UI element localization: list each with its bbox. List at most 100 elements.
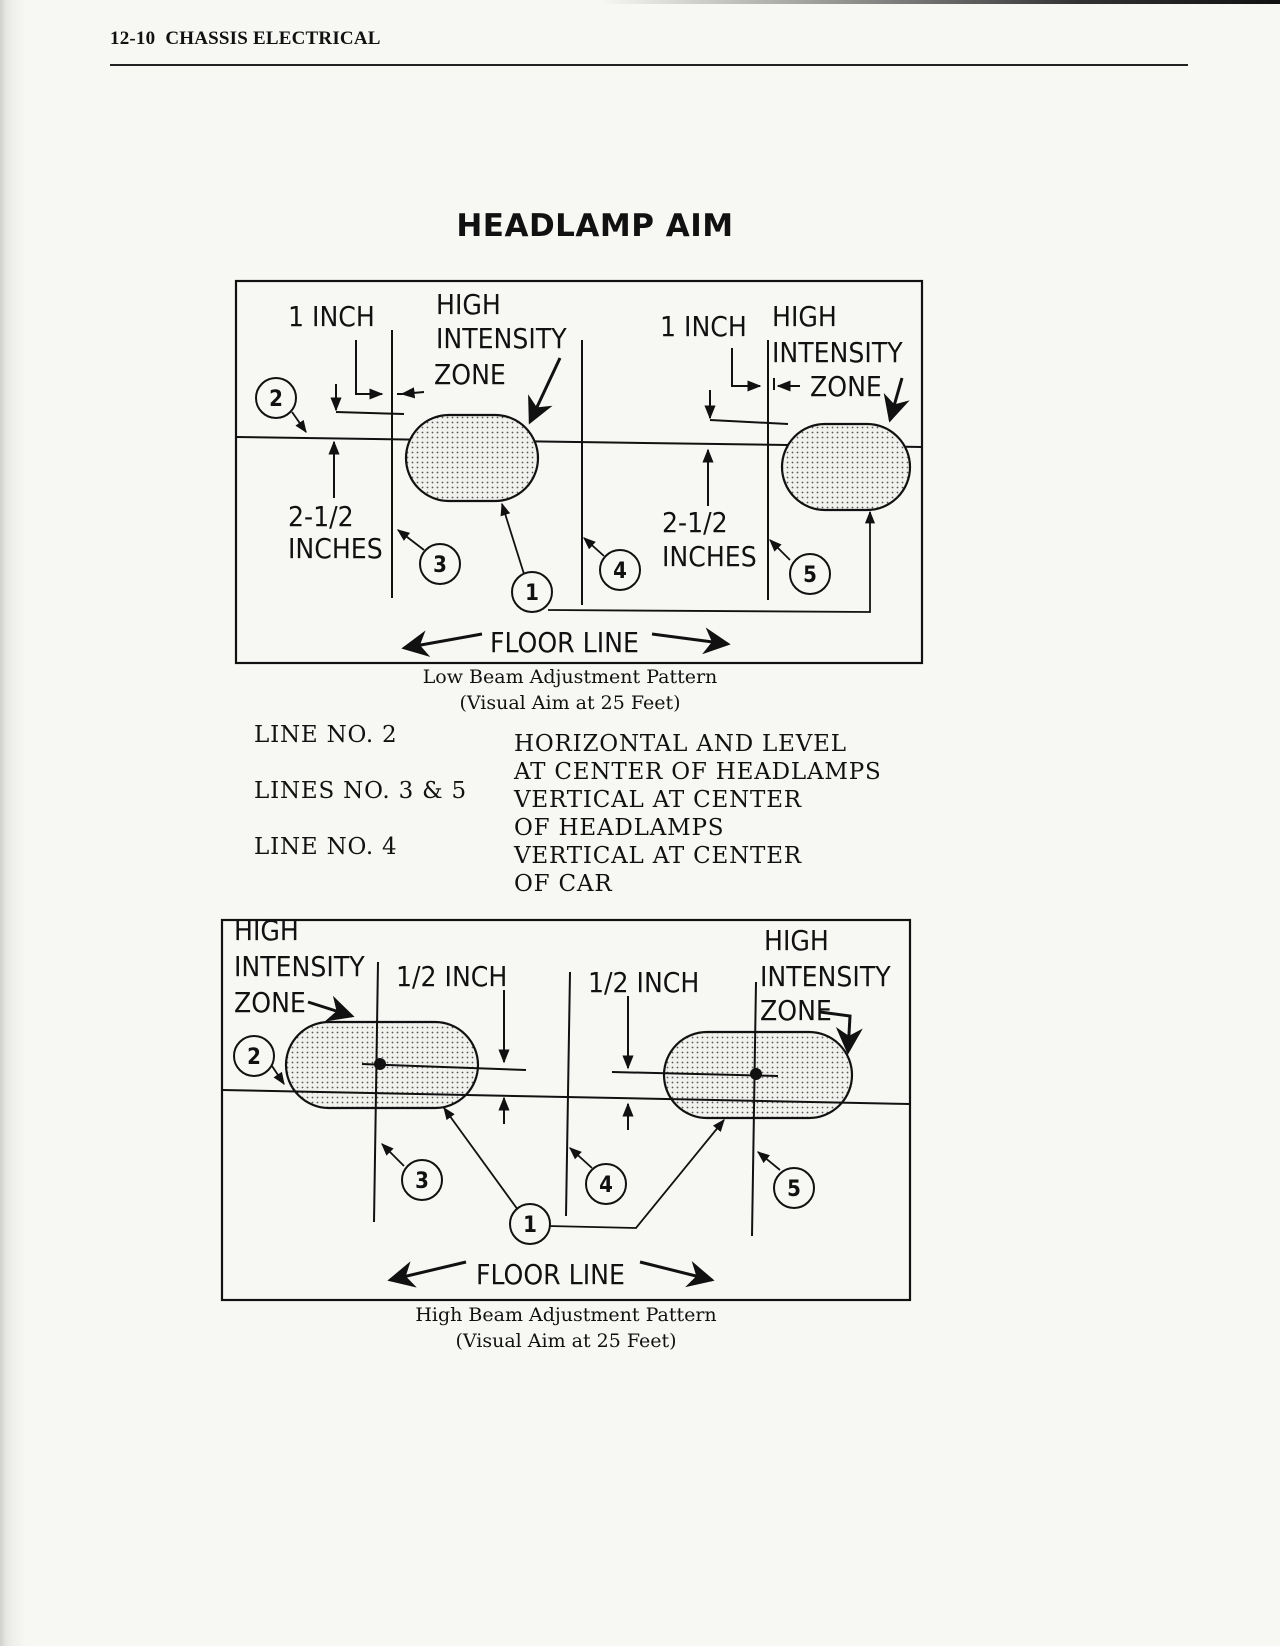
legend-value-line: OF HEADLAMPS [514,815,725,841]
svg-text:3: 3 [415,1169,429,1194]
label-two-half-right-1: 2-1/2 [662,506,728,539]
header-rule [110,64,1188,66]
leader-4 [569,1147,593,1169]
line-5 [751,981,757,1237]
callout-3: 3 [419,543,461,585]
callout-4: 4 [599,549,641,591]
floor-arrow-right [651,627,731,655]
label-hiz-left-1: HIGH [234,914,299,947]
leader-5 [757,1151,781,1171]
floor-arrow-right [639,1260,715,1288]
low-beam-hot-spot-right [780,422,912,512]
page-title: HEADLAMP AIM [456,208,734,244]
page-binding-shadow [0,0,26,1646]
svg-text:5: 5 [803,563,817,588]
floor-arrow-left [387,1260,467,1288]
hiz-arrow-left [528,357,562,425]
label-floor-line: FLOOR LINE [490,626,639,659]
svg-text:4: 4 [599,1173,613,1198]
legend-value: VERTICAL AT CENTER OF CAR [514,842,802,898]
low-beam-hot-spot-left [404,413,540,503]
leader-5 [769,539,791,561]
label-half-inch-right: 1/2 INCH [588,966,699,999]
page-number: 12-10 [110,28,156,49]
high-beam-caption-title: High Beam Adjustment Pattern [415,1304,717,1326]
svg-text:5: 5 [787,1177,801,1202]
line-2 [221,1089,911,1105]
label-hiz-left-3: ZONE [234,986,306,1019]
label-hiz-left-3: ZONE [434,358,506,391]
label-hiz-right-1: HIGH [772,300,837,333]
one-inch-level-left [335,411,405,415]
label-hiz-right-2: INTENSITY [760,960,891,993]
top-edge-shadow [600,0,1280,4]
leader-1-left [500,502,525,575]
label-hiz-right-2: INTENSITY [772,336,903,369]
section-title: CHASSIS ELECTRICAL [165,28,381,49]
leader-1-right [547,510,876,613]
one-inch-bracket-right [731,348,762,392]
low-beam-frame [234,279,924,665]
svg-text:2: 2 [247,1045,261,1070]
leader-1-left [443,1106,519,1211]
low-beam-diagram: 2 3 4 5 1 1 INCH HIGH INTENSITY ZONE 1 I… [234,279,924,665]
svg-text:1: 1 [523,1213,537,1238]
callout-5: 5 [789,553,831,595]
callout-1: 1 [509,1203,551,1245]
label-hiz-left-2: INTENSITY [436,322,567,355]
callout-1: 1 [511,571,553,613]
legend-label: LINE NO. 4 [254,834,398,860]
hiz-arrow-right [819,1010,863,1055]
label-two-half-right-2: INCHES [662,540,757,573]
hiz-arrow-left [307,995,355,1022]
hiz-arrow-right [883,377,910,423]
label-one-inch-right: 1 INCH [660,310,747,343]
leader-1-right [547,1119,725,1229]
high-beam-diagram: 2 3 4 5 1 HIGH INTENSITY ZONE 1/2 INCH 1… [220,914,912,1302]
label-hiz-right-3: ZONE [810,370,882,403]
label-one-inch-left: 1 INCH [288,300,375,333]
line-3 [373,961,379,1223]
label-half-inch-left: 1/2 INCH [396,960,507,993]
page-header: 12-10 CHASSIS ELECTRICAL [110,28,381,50]
legend-label: LINES NO. 3 & 5 [254,778,467,804]
svg-text:3: 3 [433,553,447,578]
floor-arrow-left [401,630,483,657]
legend-value-line: VERTICAL AT CENTER [514,843,802,869]
svg-text:2: 2 [269,387,283,412]
center-dot-right [750,1068,762,1080]
legend-value: VERTICAL AT CENTER OF HEADLAMPS [514,786,802,842]
legend-value-line: AT CENTER OF HEADLAMPS [514,759,882,785]
one-inch-bracket-left [355,340,384,400]
high-beam-caption-subtitle: (Visual Aim at 25 Feet) [455,1330,677,1352]
center-line-left [361,1063,527,1071]
low-beam-caption-subtitle: (Visual Aim at 25 Feet) [459,692,681,714]
legend-value-line: VERTICAL AT CENTER [514,787,802,813]
callout-5: 5 [773,1167,815,1209]
callout-3: 3 [401,1159,443,1201]
callout-4: 4 [585,1163,627,1205]
leader-3 [381,1143,405,1167]
label-two-half-left-1: 2-1/2 [288,500,354,533]
svg-text:4: 4 [613,559,627,584]
legend-value: HORIZONTAL AND LEVEL AT CENTER OF HEADLA… [514,730,882,786]
low-beam-caption-title: Low Beam Adjustment Pattern [422,666,718,688]
leader-2 [291,411,307,434]
label-floor-line: FLOOR LINE [476,1258,625,1291]
callout-2: 2 [255,377,297,419]
low-beam-caption: Low Beam Adjustment Pattern (Visual Aim … [360,664,780,716]
svg-text:1: 1 [525,581,539,606]
line-4 [565,971,571,1217]
legend-label: LINE NO. 2 [254,722,398,748]
label-two-half-left-2: INCHES [288,532,383,565]
one-inch-level-right [709,419,789,425]
center-dot-left [374,1058,386,1070]
leader-4 [583,537,605,557]
leader-3 [397,529,425,551]
callout-2: 2 [233,1035,275,1077]
label-hiz-right-3: ZONE [760,994,832,1027]
legend-value-line: OF CAR [514,871,613,897]
high-beam-caption: High Beam Adjustment Pattern (Visual Aim… [346,1302,786,1354]
label-hiz-left-1: HIGH [436,288,501,321]
label-hiz-right-1: HIGH [764,924,829,957]
